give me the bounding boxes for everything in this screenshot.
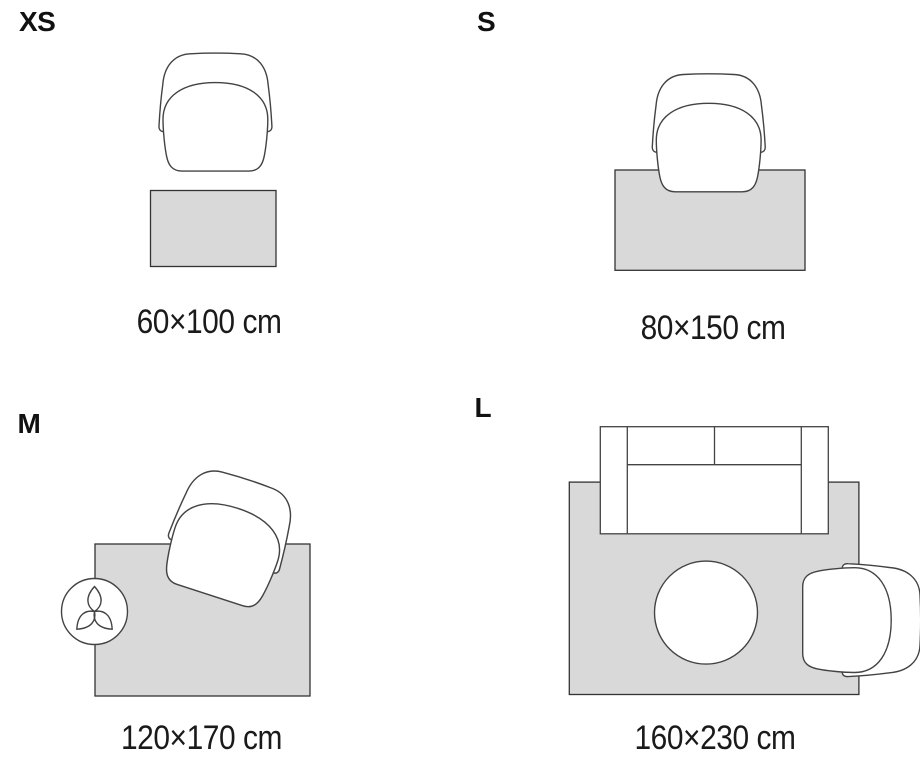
svg-text:M: M xyxy=(18,408,41,439)
svg-text:60×100 cm: 60×100 cm xyxy=(137,302,282,340)
svg-text:160×230 cm: 160×230 cm xyxy=(634,718,795,756)
svg-text:L: L xyxy=(475,392,492,423)
svg-text:XS: XS xyxy=(19,6,55,37)
svg-text:120×170 cm: 120×170 cm xyxy=(121,718,282,756)
svg-text:S: S xyxy=(477,6,495,37)
svg-text:80×150 cm: 80×150 cm xyxy=(641,308,786,346)
